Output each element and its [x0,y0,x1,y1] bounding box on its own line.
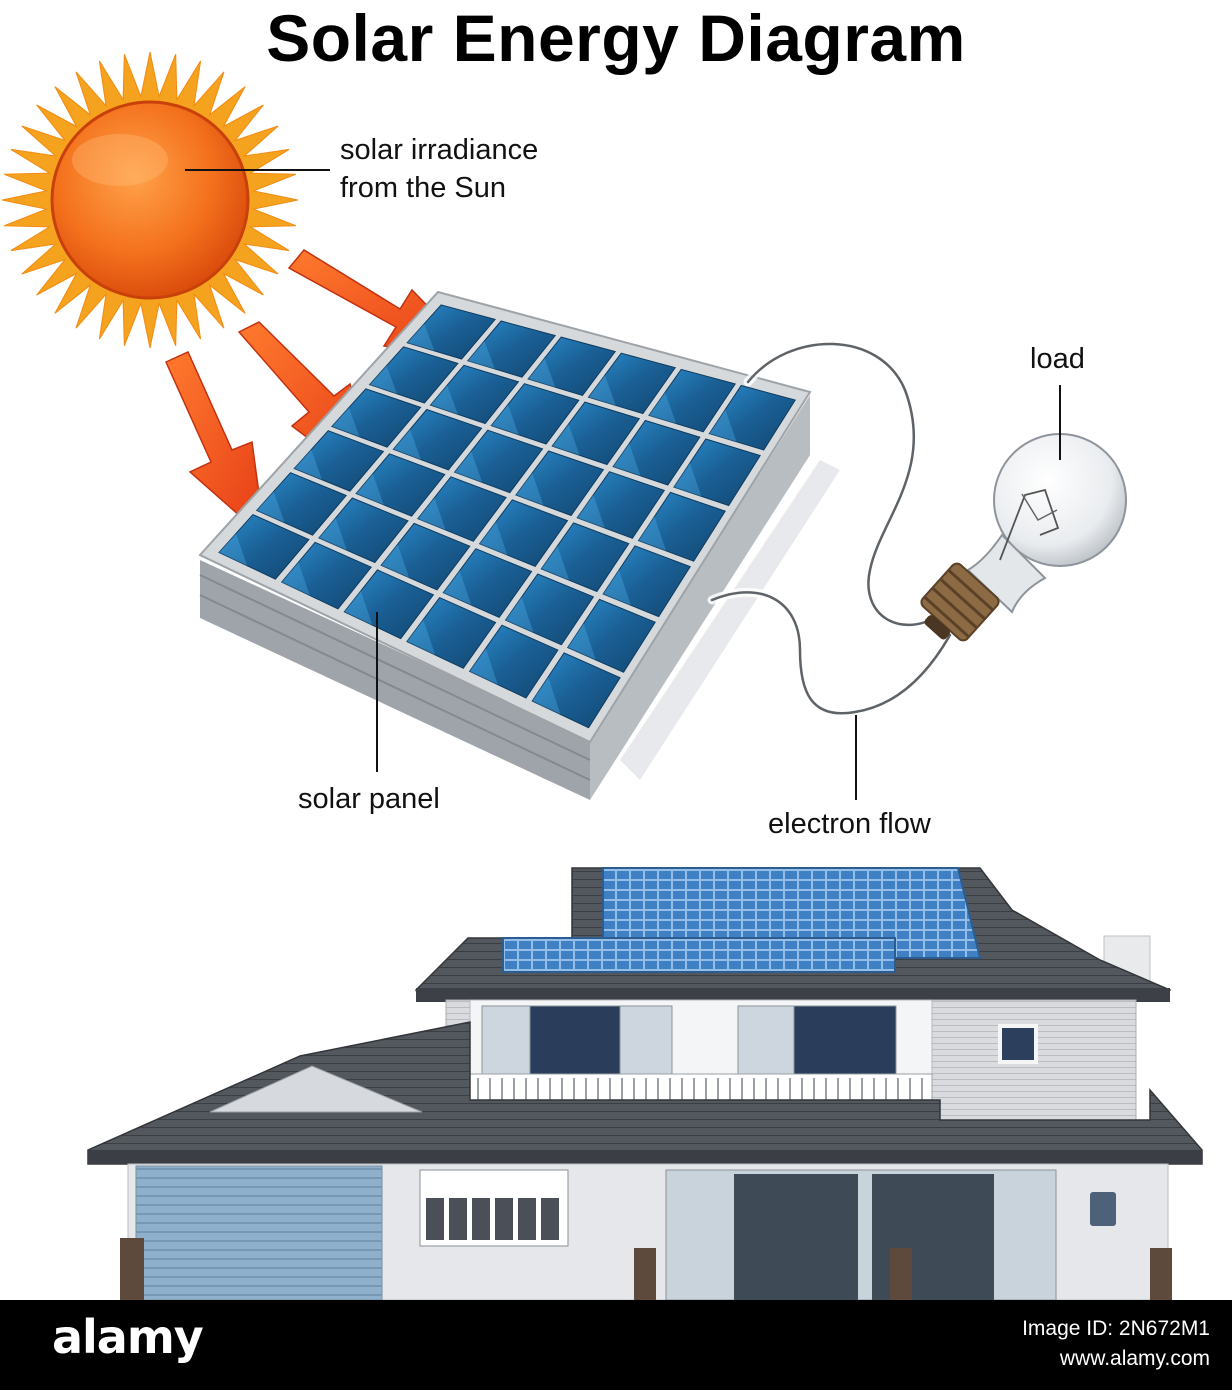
footer-brand-logo: alamy [52,1310,204,1364]
panel-cell-highlight [541,545,570,581]
panel-cell [442,548,533,619]
panel-cell [531,652,621,729]
footer-image-id: Image ID: 2N672M1 [1022,1317,1210,1340]
panel-cell-highlight [467,340,495,369]
panel-cell-highlight [294,449,323,480]
panel-cell-highlight [588,375,616,406]
page-title: Solar Energy Diagram [266,1,966,75]
footer-bar [0,1300,1232,1390]
panel-cell-highlight [469,648,498,685]
panel-cell [587,352,677,415]
panel-cell [453,429,544,494]
panel-cell-highlight [638,516,667,551]
window-pane [449,1198,467,1240]
panel-cell [280,541,372,610]
panel-cell-highlight [430,385,458,415]
house-illustration [87,867,1203,1301]
panel-cell-highlight [393,429,421,460]
electron-flow-label: electron flow [768,808,931,840]
panel-cell [708,384,796,451]
panel-cell [218,513,310,580]
window-pane [472,1198,490,1240]
panel-cell-highlight [613,443,641,476]
panel-label: solar panel [298,783,440,815]
panel-cell [406,596,497,669]
panel-cell [637,491,726,562]
footer-url: www.alamy.com [1059,1347,1210,1370]
panel-cell [255,472,348,536]
panel-cell [368,346,459,404]
sun-label: solar irradiance from the Sun [340,131,538,207]
panel-cell [406,304,496,360]
panel-cell [331,388,422,448]
panel-cell-highlight [479,521,508,556]
panel-cell-highlight [552,424,580,456]
panel-cell [515,450,605,517]
panel-cell [355,453,446,517]
panel-cell [566,598,656,673]
panel-cell [648,368,737,433]
panel-cell [576,471,666,539]
panel-cell [343,569,435,640]
panel-cell-highlight [344,590,373,626]
panel-cell [318,497,409,564]
wires [707,339,955,718]
panel-cell-highlight [505,597,534,633]
panel-cell [468,624,559,699]
panel-cell-highlight [528,358,556,388]
panel-cell-highlight [407,323,435,351]
panel-cell [416,476,507,542]
window-pane [426,1198,444,1240]
panel-cell [429,364,520,425]
panel-cell [540,522,630,593]
panel-cell [673,438,761,507]
panel-cell [478,499,569,568]
load-label: load [1030,343,1085,375]
panel-cell-highlight [577,494,605,528]
panel-cell-highlight [356,473,384,505]
panel-cell-highlight [406,619,436,655]
panel-cell [612,419,701,486]
window-pane [541,1198,559,1240]
light-bulb-icon [920,433,1127,642]
sun-icon [1,51,299,349]
panel-cell-highlight [443,570,472,605]
window-pane [495,1198,513,1240]
panel-cell-highlight [417,497,446,530]
panel-cell [490,383,580,445]
panel-cell-highlight [673,463,702,497]
panel-cell [392,408,483,471]
panel-cell-highlight [515,473,544,506]
diagram-svg [1,51,1203,1301]
panel-cell-highlight [318,517,347,551]
panel-cell [602,545,691,618]
panel-cell-highlight [281,562,310,596]
panel-cell-highlight [381,544,409,578]
panel-cell-highlight [256,491,285,523]
panel-cell-highlight [491,404,519,435]
panel-cell-highlight [567,623,596,660]
panel-cell-highlight [603,570,631,606]
panel-cell [466,320,557,378]
panel-cell [380,522,471,591]
panel-cell-highlight [331,407,360,437]
sun-label-line-1: solar irradiance [340,134,539,166]
panel-cells [218,304,796,729]
panel-cell [293,430,385,492]
panel-cell-highlight [219,533,248,566]
sun-label-line-2: from the Sun [340,172,507,204]
panel-cell [551,401,641,466]
panel-cell [527,336,617,396]
panel-cell-highlight [454,451,483,483]
panel-cell [504,573,595,646]
panel-cell-highlight [709,409,737,442]
panel-cell-highlight [648,392,677,424]
panel-cell-highlight [369,365,397,394]
panel-cell-highlight [532,676,561,715]
window-pane [518,1198,536,1240]
solar-panel-icon [198,290,840,800]
